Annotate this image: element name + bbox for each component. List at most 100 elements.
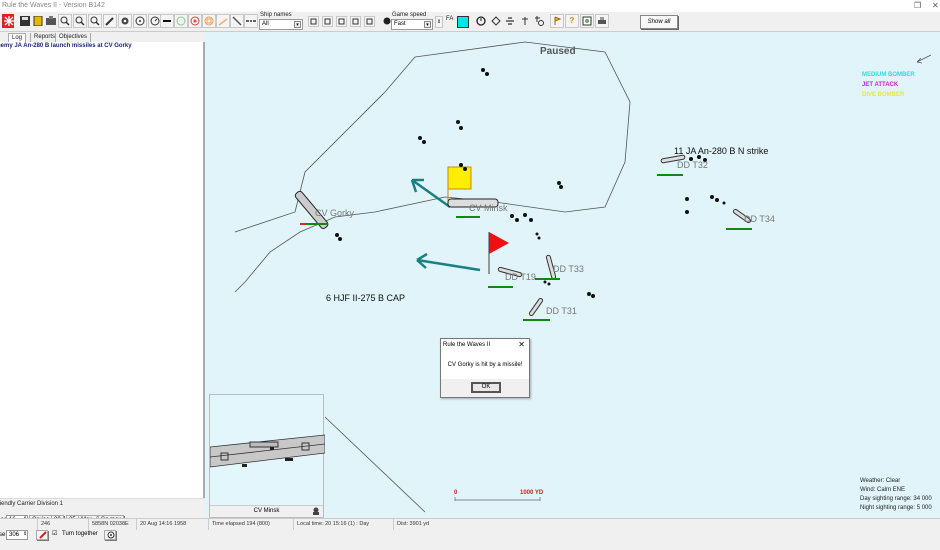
fa-label: FA — [446, 16, 454, 22]
wind-text: Wind: Calm ENE — [860, 487, 906, 493]
formation-circle-icon[interactable] — [532, 14, 546, 28]
inset-footer: CV Minsk — [210, 505, 323, 517]
dialog-close-icon[interactable]: ✕ — [518, 340, 525, 349]
report-icon[interactable] — [580, 14, 594, 28]
pencil-icon[interactable] — [103, 14, 117, 28]
dash-icon[interactable] — [244, 14, 258, 28]
align-icon[interactable] — [503, 14, 517, 28]
help-icon[interactable]: ? — [565, 14, 579, 28]
show-all-button[interactable]: Show all — [640, 15, 678, 29]
diamond-icon[interactable] — [489, 14, 503, 28]
record-icon[interactable] — [380, 14, 394, 28]
dialog-title: Rule the Waves II — [443, 342, 491, 348]
close-window-button[interactable]: ✕ — [932, 1, 939, 10]
course-label: Course — [0, 532, 6, 538]
restore-button[interactable]: ❐ — [914, 1, 922, 10]
nav-button-4[interactable] — [350, 16, 361, 27]
log-entry: Enemy JA An-280 B launch missiles at CV … — [0, 43, 132, 49]
ships-icon[interactable] — [44, 14, 58, 28]
chevron-down-icon: ▾ — [424, 21, 431, 28]
print-icon[interactable] — [595, 14, 609, 28]
speed-stepper[interactable]: ⇕ — [435, 16, 443, 28]
scale-start: 0 — [454, 490, 458, 496]
window-title: Rule the Waves II - Version B142 — [2, 2, 105, 9]
toolbar: Ship names All ▾ Game speed Fast ▾ ⇕ FA … — [0, 12, 940, 32]
unit-label-cv-gorky[interactable]: CV Gorky — [315, 208, 355, 218]
highlight-color-swatch[interactable] — [457, 16, 469, 28]
game-speed-select[interactable]: Fast ▾ — [391, 19, 433, 30]
scale-end: 1000 YD — [520, 490, 544, 496]
status-date: 20 Aug 14:16 1958 — [136, 519, 208, 530]
nav-button-2[interactable] — [322, 16, 333, 27]
tab-reports[interactable]: Reports — [30, 33, 58, 42]
zoom-reset-icon[interactable] — [73, 14, 87, 28]
gear-icon — [107, 531, 115, 539]
weather-text: Weather: Clear — [860, 478, 901, 484]
night-sighting-text: Night sighting range: 5 000 — [860, 505, 932, 511]
dialog-ok-button[interactable]: OK — [471, 382, 501, 393]
window-title-bar: Rule the Waves II - Version B142 ❐ ✕ — [0, 0, 940, 12]
status-bar: 246 5858N 02038E 20 Aug 14:16 1958 Time … — [0, 518, 940, 530]
paused-indicator: Paused — [540, 46, 576, 57]
ship-silhouette — [210, 434, 325, 468]
message-dialog: Rule the Waves II ✕ CV Gorky is hit by a… — [440, 338, 530, 398]
panel-tabs: Log Reports Objectives — [0, 32, 205, 42]
dialog-message: CV Gorky is hit by a missile! — [441, 351, 529, 379]
day-sighting-text: Day sighting range: 34 000 — [860, 496, 932, 502]
tab-objectives[interactable]: Objectives — [55, 33, 92, 42]
line-icon[interactable] — [160, 14, 174, 28]
status-distance: Dist: 3901 yd — [393, 519, 493, 530]
nav-button-5[interactable] — [364, 16, 375, 27]
game-logo-icon[interactable] — [1, 14, 15, 28]
timer-icon[interactable] — [474, 14, 488, 28]
ship-inset-view[interactable]: CV Minsk — [209, 394, 325, 518]
red-circle-icon[interactable] — [188, 14, 202, 28]
zoom-in-icon[interactable] — [58, 14, 72, 28]
unit-label-cv-minsk[interactable]: CV Minsk — [469, 203, 508, 213]
weather-info: Weather: Clear Wind: Calm ENE Day sighti… — [860, 477, 932, 513]
nav-button-3[interactable] — [336, 16, 347, 27]
turn-together-checkbox[interactable]: ☑ — [52, 531, 58, 537]
diagonal-line-icon[interactable] — [230, 14, 244, 28]
flag-icon[interactable] — [550, 14, 564, 28]
tab-log[interactable]: Log — [8, 33, 27, 42]
ship-names-label: Ship names — [260, 12, 292, 18]
status-field-1: 246 — [37, 519, 87, 530]
course-stepper[interactable]: ⇕ — [23, 531, 28, 537]
dialog-title-bar: Rule the Waves II ✕ — [441, 339, 529, 351]
nav-button-1[interactable] — [308, 16, 319, 27]
game-speed-label: Game speed — [392, 12, 427, 18]
legend-jet-attack: JET ATTACK — [862, 82, 899, 88]
inset-ship-name: CV Minsk — [253, 508, 280, 514]
status-position: 5858N 02038E — [88, 519, 136, 530]
air-group-label-cap[interactable]: 6 HJF II-275 B CAP — [326, 293, 406, 303]
log-list[interactable]: Enemy JA An-280 B launch missiles at CV … — [0, 42, 205, 498]
green-circle-icon[interactable] — [174, 14, 188, 28]
division-name: Friendly Carrier Division 1 — [0, 501, 64, 507]
zoom-out-icon[interactable] — [88, 14, 102, 28]
crew-icon[interactable] — [312, 507, 320, 518]
orange-line-icon[interactable] — [216, 14, 230, 28]
unit-label-dd-t33[interactable]: DD T33 — [553, 264, 584, 274]
unit-label-dd-t19[interactable]: DD T19 — [505, 272, 536, 282]
air-group-label-strike[interactable]: 11 JA An-280 B N strike — [674, 146, 769, 156]
turn-together-label: Turn together — [62, 531, 98, 537]
pen-icon — [39, 531, 47, 539]
settings-icon[interactable] — [118, 14, 132, 28]
formation-icon[interactable] — [518, 14, 532, 28]
status-time-elapsed: Time elapsed 194 (800) — [208, 519, 293, 530]
save-icon[interactable] — [18, 14, 32, 28]
orange-circle-icon[interactable] — [202, 14, 216, 28]
formation-settings-button[interactable] — [104, 530, 116, 540]
unit-label-dd-t32[interactable]: DD T32 — [677, 160, 708, 170]
tactical-map[interactable]: Paused CV Gorky CV Minsk DD T19 DD T33 D… — [205, 32, 940, 518]
status-local-time: Local time: 20 15:16 (1) : Day — [293, 519, 393, 530]
unit-label-dd-t31[interactable]: DD T31 — [546, 306, 577, 316]
circle-icon[interactable] — [133, 14, 147, 28]
map-overlay — [234, 41, 932, 513]
book-icon[interactable] — [31, 14, 45, 28]
ship-names-select[interactable]: All ▾ — [259, 19, 303, 30]
pen-course-button[interactable] — [36, 530, 48, 540]
unit-label-dd-t34[interactable]: DD T34 — [744, 214, 775, 224]
legend-medium-bomber: MEDIUM BOMBER — [862, 72, 915, 78]
